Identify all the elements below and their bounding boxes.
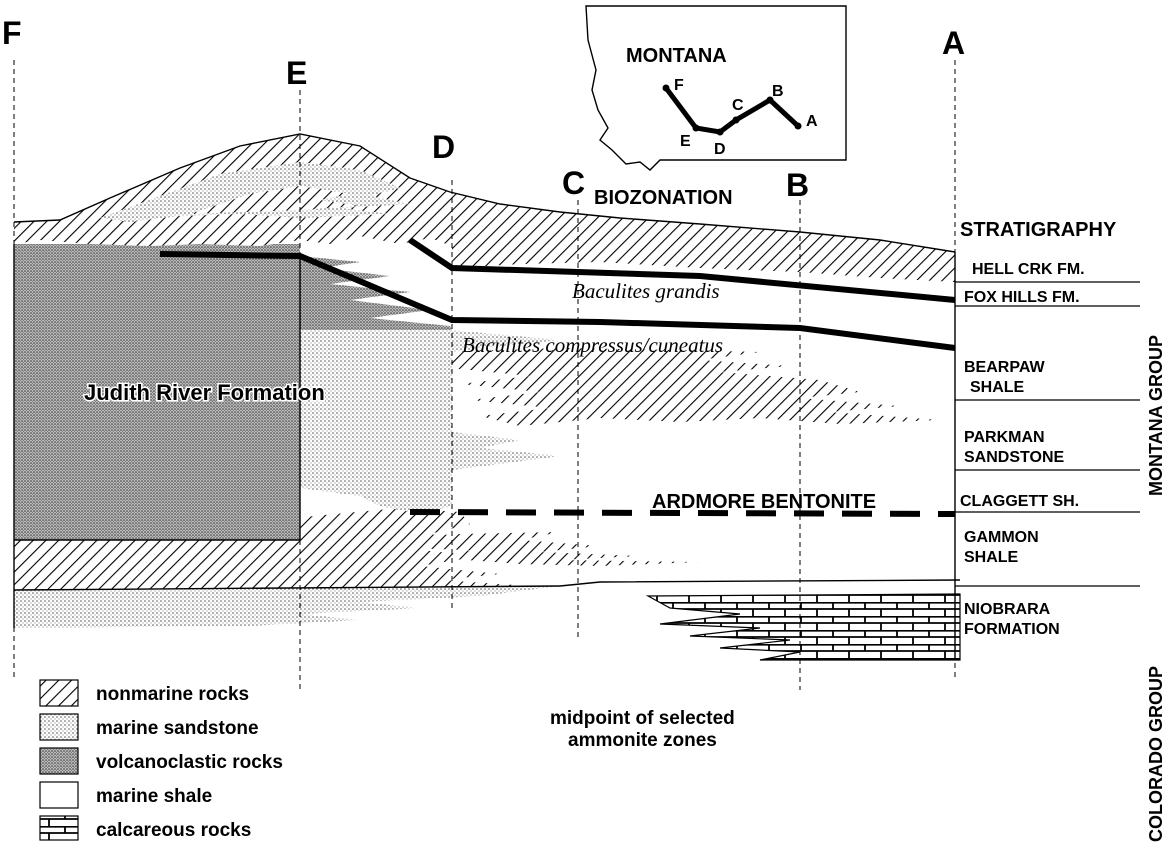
map-point-d: D <box>714 141 726 158</box>
unit-hell-creek: HELL CRK FM. <box>972 261 1085 278</box>
unit-claggett: CLAGGETT SH. <box>960 493 1079 510</box>
section-letter-a: A <box>942 25 965 61</box>
ardmore-bentonite-label: ARDMORE BENTONITE <box>652 491 876 513</box>
legend-swatch-marine-shale <box>40 782 78 808</box>
legend-swatch-calcareous <box>40 816 78 840</box>
unit-parkman-2: SANDSTONE <box>964 449 1064 466</box>
calcareous-block <box>648 594 960 660</box>
map-point-c: C <box>732 97 744 114</box>
nonmarine-parkman-tongue <box>450 348 940 426</box>
montana-inset-map: MONTANA F E D C B A <box>586 6 846 170</box>
ammonite-note-line2: ammonite zones <box>568 730 717 751</box>
legend-label-marine-sandstone: marine sandstone <box>96 718 259 739</box>
stratigraphy-labels: HELL CRK FM. FOX HILLS FM. BEARPAW SHALE… <box>960 261 1085 638</box>
map-title: MONTANA <box>626 45 727 67</box>
legend-label-volcanoclastic: volcanoclastic rocks <box>96 752 283 773</box>
zone-label-compressus: Baculites compressus/cuneatus <box>462 333 723 357</box>
unit-parkman-1: PARKMAN <box>964 429 1045 446</box>
legend-label-nonmarine: nonmarine rocks <box>96 684 249 705</box>
map-point-b: B <box>772 83 784 100</box>
legend-label-marine-shale: marine shale <box>96 786 212 807</box>
section-letter-d: D <box>432 129 455 165</box>
map-point-a: A <box>806 113 818 130</box>
biozonation-heading: BIOZONATION <box>594 187 733 209</box>
map-point-f: F <box>674 77 684 94</box>
unit-niobrara-2: FORMATION <box>964 621 1060 638</box>
zone-label-grandis: Baculites grandis <box>572 279 720 303</box>
group-colorado: COLORADO GROUP <box>1146 666 1166 842</box>
section-letter-b: B <box>786 167 809 203</box>
group-montana: MONTANA GROUP <box>1146 335 1166 496</box>
legend-label-calcareous: calcareous rocks <box>96 820 251 841</box>
unit-bearpaw-2: SHALE <box>970 379 1025 396</box>
judith-river-label: Judith River Formation <box>84 380 325 405</box>
section-letter-f: F <box>2 15 22 51</box>
unit-gammon-2: SHALE <box>964 549 1019 566</box>
unit-fox-hills: FOX HILLS FM. <box>964 289 1080 306</box>
legend-swatch-volcanoclastic <box>40 748 78 774</box>
stratigraphy-heading: STRATIGRAPHY <box>960 219 1117 241</box>
legend-swatch-marine-sandstone <box>40 714 78 740</box>
map-point-e: E <box>680 133 691 150</box>
legend: nonmarine rocks marine sandstone volcano… <box>40 680 283 841</box>
legend-swatch-nonmarine <box>40 680 78 706</box>
section-letter-e: E <box>286 55 307 91</box>
ammonite-note-line1: midpoint of selected <box>550 708 735 729</box>
unit-niobrara-1: NIOBRARA <box>964 601 1051 618</box>
marine-sandstone-basal <box>14 586 560 628</box>
unit-bearpaw-1: BEARPAW <box>964 359 1045 376</box>
section-letter-c: C <box>562 165 585 201</box>
unit-gammon-1: GAMMON <box>964 529 1039 546</box>
